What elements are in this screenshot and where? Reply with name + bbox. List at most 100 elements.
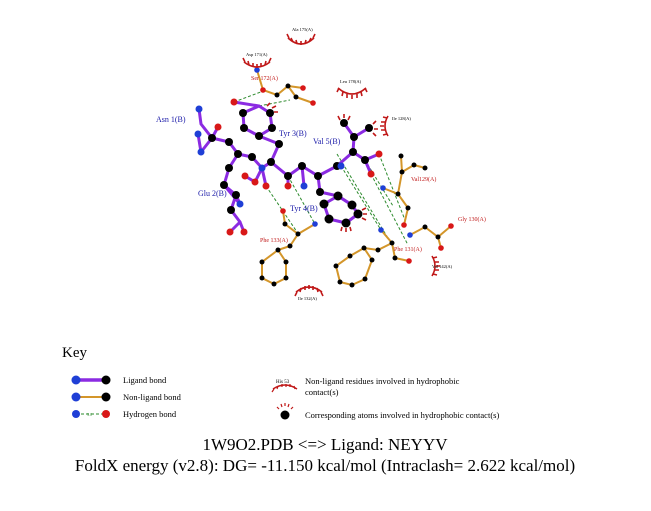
carbon-atom [239,109,247,117]
carbon-atom [347,253,353,259]
nonligand-bond [397,163,426,195]
legend-nitrogen-atom [71,392,81,402]
oxygen-atom [214,123,222,131]
legend-hydrophobic-residues-label-2: contact(s) [305,387,339,397]
residue-label-val5: Val 5(B) [313,137,341,146]
legend-contact-spokes [276,403,294,410]
oxygen-atom [310,100,316,106]
carbon-atom [375,247,381,253]
oxygen-atom [367,170,375,178]
legend-hydrogen-bond-label: Hydrogen bond [123,409,177,419]
nonligand-bond-ser172 [256,69,314,104]
carbon-atom [349,148,357,156]
nonligand-residue-labels: Ser 172(A) Val129(A) Gly 130(A) Phe 131(… [251,75,486,253]
carbon-atom [369,257,375,263]
carbon-atom [435,234,441,240]
phe133-ring [261,248,287,286]
hydrophobic-arc [384,115,389,137]
ligand-bond-asn1 [197,107,240,170]
oxygen-atom [260,87,266,93]
legend-carbon-atom [101,392,111,402]
legend-nitrogen-atom [72,410,80,418]
nitrogen-atom [195,105,203,113]
hydrophobic-arc [337,87,367,95]
residue-label-val129: Val129(A) [411,176,436,183]
legend-hydrophobic-residues-label: Non-ligand residues involved in hydropho… [305,376,460,386]
oxygen-atoms [214,85,454,264]
carbon-atom [275,140,283,148]
caption-line-2: FoldX energy (v2.8): DG= -11.150 kcal/mo… [75,456,575,475]
legend: Key Ligand bond Non-ligand bond 3.0 Hydr… [62,345,499,420]
oxygen-atom [406,258,412,264]
carbon-atom [422,224,428,230]
legend-carbon-atom [101,375,111,385]
carbon-atom [316,188,324,196]
carbon-atom [287,243,293,249]
residue-label-phe133: Phe 133(A) [260,237,288,244]
carbon-atom [333,263,339,269]
oxygen-atom [438,245,444,251]
oxygen-atom [300,85,306,91]
carbon-atom [268,124,276,132]
carbon-atom [227,206,235,214]
carbon-atom [319,199,329,209]
residue-label-glu2: Glu 2(B) [198,189,227,198]
carbon-atom [259,259,265,265]
nonligand-bond-phe131 [380,229,410,262]
carbon-atom [349,282,355,288]
legend-hydrophobic-atoms-label: Corresponding atoms involved in hydropho… [305,410,499,420]
carbon-atom [333,191,343,201]
residue-label-asn1: Asn 1(B) [156,115,186,124]
carbon-atom [350,133,358,141]
nonligand-bond-gly130 [409,225,452,239]
legend-ligand-bond: Ligand bond [71,375,167,385]
legend-title: Key [62,345,87,361]
residue-label-val142: Val 142(A) [432,264,453,269]
carbon-atom [341,218,351,228]
carbon-atom [293,94,299,100]
nitrogen-atom [378,227,384,233]
hydrophobic-residue-labels: Ala 175(A) Asp 171(A) Leu 178(A) Ile 128… [246,27,453,301]
carbon-atom [399,169,405,175]
carbon-atom [267,158,275,166]
carbon-atom [362,276,368,282]
hydrophobic-spokes [337,114,351,121]
carbon-atom [353,209,363,219]
residue-label-ser172: Ser 172(A) [251,75,278,82]
carbon-atom [240,124,248,132]
carbon-atom [255,132,263,140]
carbon-atom [271,281,277,287]
oxygen-atom [284,182,292,190]
ligand-bond [232,100,261,108]
carbon-atom [422,165,428,171]
oxygen-atom [230,98,238,106]
nitrogen-atom [254,67,260,73]
carbon-atom [411,162,417,168]
caption: 1W9O2.PDB <=> Ligand: NEYYV FoldX energy… [75,435,575,475]
oxygen-atom [251,178,259,186]
oxygen-atom [241,172,249,180]
nitrogen-atom [380,185,386,191]
hbond-line [258,99,291,107]
nitrogen-atom [197,148,205,156]
nitrogen-atom [407,232,413,238]
hydrophobic-spokes [380,116,388,136]
carbon-atom [347,200,357,210]
legend-nonligand-bond: Non-ligand bond [71,392,182,402]
phe131-ring [334,246,374,287]
residue-label-ala175: Ala 175(A) [292,27,313,32]
hbond-line [340,165,382,231]
hydrophobic-spokes [361,207,367,221]
nitrogen-atom [312,221,318,227]
carbon-atom [283,259,289,265]
carbon-atom [234,150,242,158]
carbon-atom [284,172,292,180]
carbon-atom [361,156,369,164]
residue-label-gly130: Gly 130(A) [458,216,486,223]
hydrophobic-spokes [340,226,352,232]
carbon-atom [405,205,411,211]
carbon-atom [248,153,256,161]
residue-label-tyr3: Tyr 3(B) [279,129,307,138]
ligand-residue-labels: Asn 1(B) Glu 2(B) Tyr 3(B) Tyr 4(B) Val … [156,115,341,213]
